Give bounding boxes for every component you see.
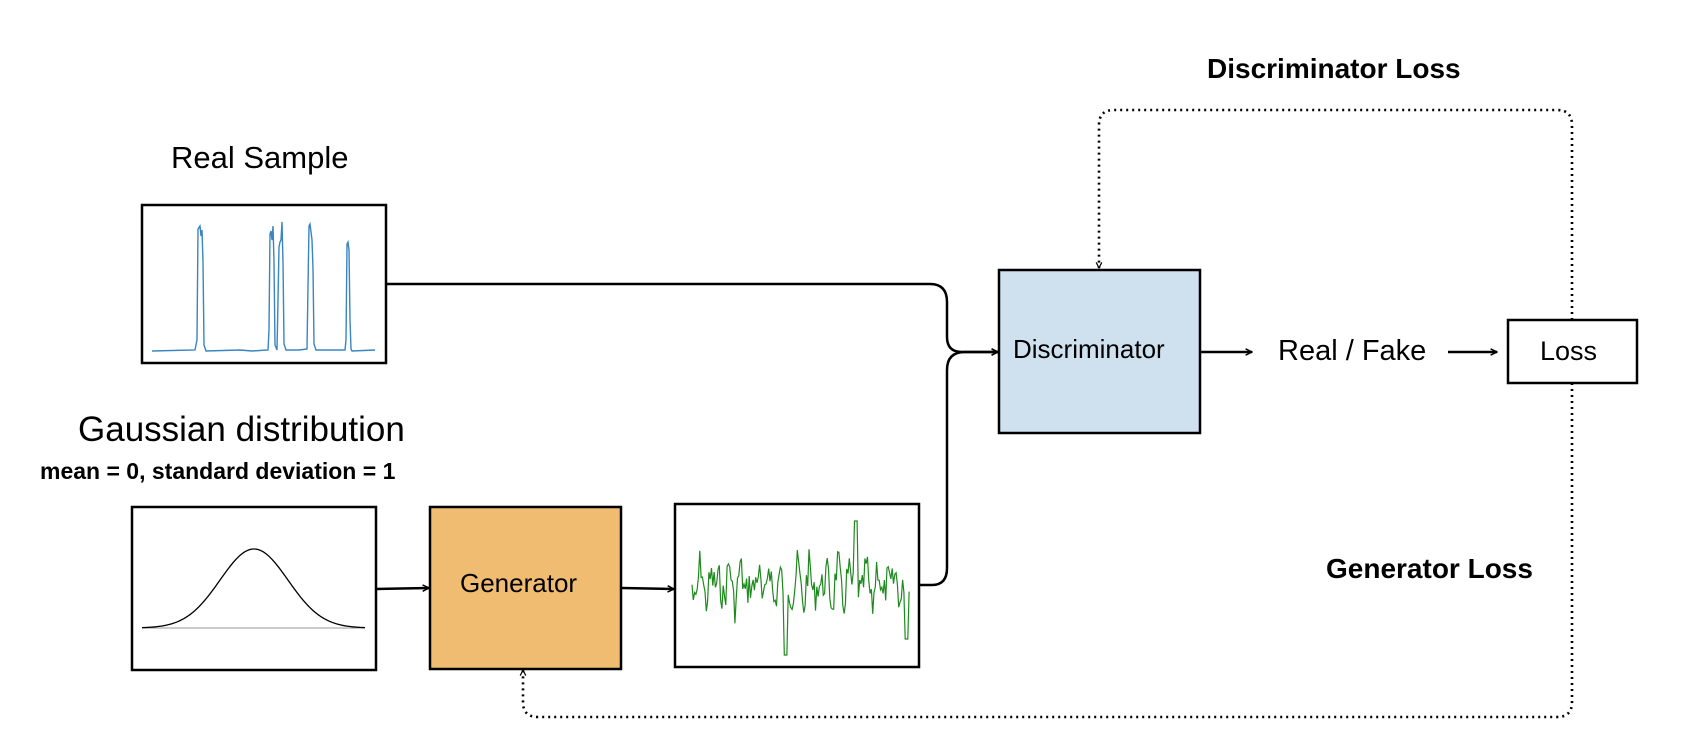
fake-signal-line	[691, 520, 910, 656]
gaussian-plot	[130, 505, 378, 672]
real-sample-label: Real Sample	[171, 140, 349, 175]
real-fake-label: Real / Fake	[1278, 335, 1427, 367]
gaussian-title-label: Gaussian distribution	[78, 410, 405, 449]
real-sample-to-discriminator-arrow	[386, 282, 998, 352]
real-signal-line	[151, 221, 376, 352]
generator-loss-label: Generator Loss	[1326, 553, 1533, 584]
generator-loss-feedback	[523, 383, 1574, 719]
gaussian-to-generator-arrow	[375, 588, 429, 589]
discriminator-loss-label: Discriminator Loss	[1207, 53, 1461, 84]
discriminator-box	[997, 268, 1202, 435]
gaussian-params-label: mean = 0, standard deviation = 1	[40, 458, 396, 484]
loss-label: Loss	[1540, 336, 1598, 366]
generator-to-generated-arrow	[620, 588, 674, 589]
generated-to-discriminator-arrow	[919, 352, 998, 587]
bell-curve-line	[141, 548, 366, 629]
generator-label: Generator	[460, 568, 578, 598]
real-sample-plot	[140, 203, 388, 365]
generator-box	[428, 505, 623, 671]
discriminator-label: Discriminator	[1013, 334, 1165, 364]
generated-sample-plot	[673, 502, 921, 669]
